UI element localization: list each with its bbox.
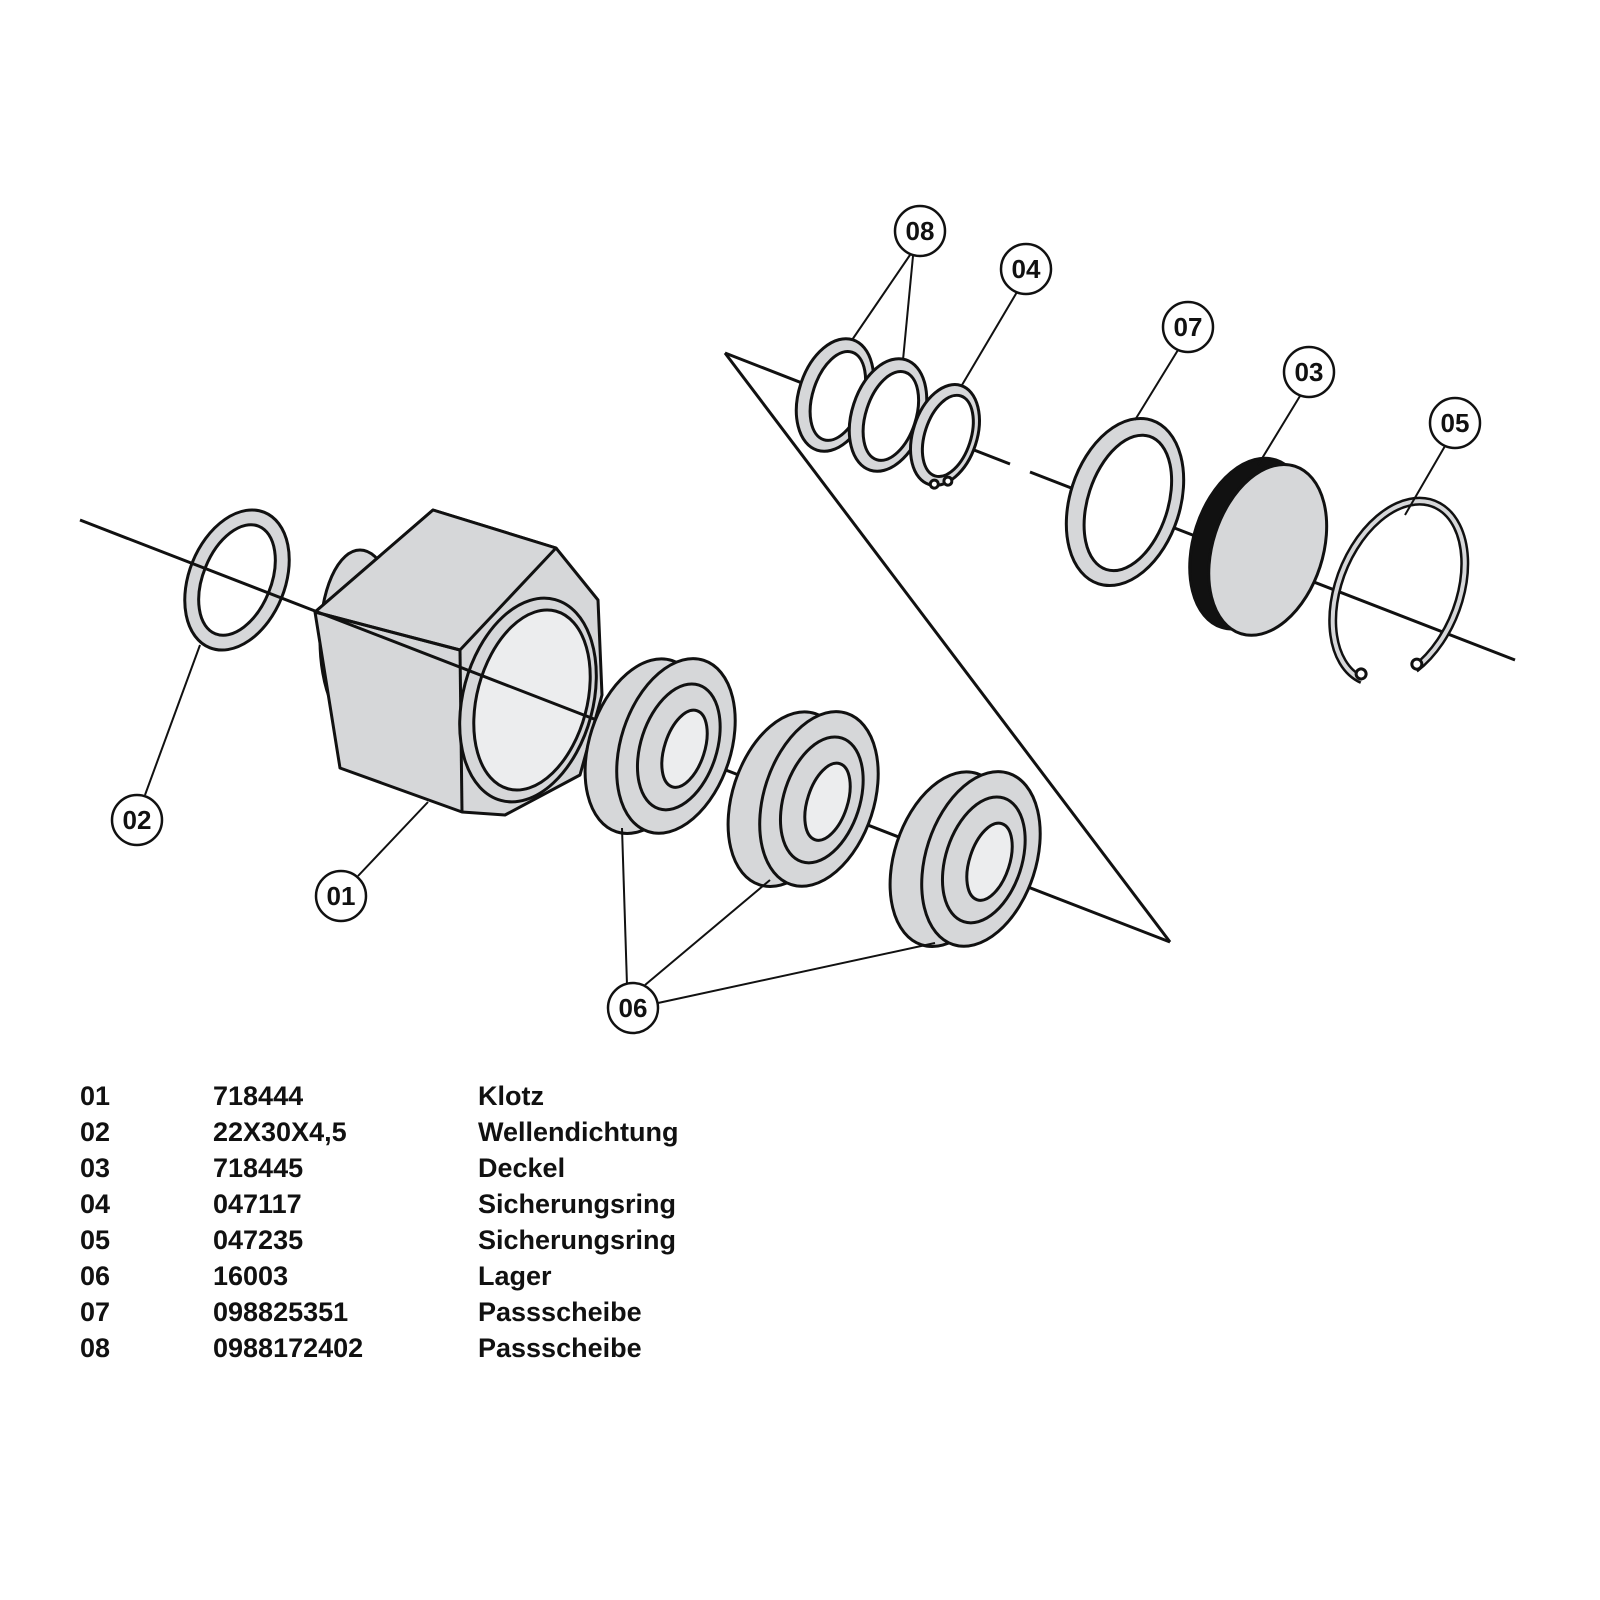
parts-row: 08 0988172402 Passscheibe	[80, 1330, 679, 1366]
parts-row: 01 718444 Klotz	[80, 1078, 679, 1114]
callout-02: 02	[110, 793, 164, 847]
part-name: Deckel	[478, 1153, 566, 1183]
part-number: 718444	[213, 1081, 304, 1111]
part-01-block	[313, 508, 604, 817]
svg-text:01: 01	[327, 881, 356, 911]
callout-04: 04	[999, 242, 1053, 296]
part-position: 06	[80, 1261, 111, 1291]
part-name: Lager	[478, 1261, 552, 1291]
leader-lines	[144, 254, 1446, 1004]
svg-text:08: 08	[906, 216, 935, 246]
part-05-circlip	[1328, 496, 1470, 684]
callout-07: 07	[1161, 300, 1215, 354]
part-07-shim	[1064, 416, 1186, 588]
part-position: 01	[80, 1081, 111, 1111]
part-name: Passscheibe	[478, 1297, 642, 1327]
callout-08: 08	[893, 204, 947, 258]
part-number: 0988172402	[213, 1333, 364, 1363]
part-08-shim-2	[847, 357, 929, 473]
parts-row: 07 098825351 Passscheibe	[80, 1294, 679, 1330]
detail-wedge	[723, 352, 1172, 943]
part-position: 02	[80, 1117, 111, 1147]
part-position: 07	[80, 1297, 111, 1327]
part-name: Passscheibe	[478, 1333, 642, 1363]
callout-06: 06	[606, 981, 660, 1035]
part-03-cover	[1188, 456, 1329, 637]
parts-row: 05 047235 Sicherungsring	[80, 1222, 679, 1258]
parts-row: 06 16003 Lager	[80, 1258, 679, 1294]
part-number: 047235	[213, 1225, 304, 1255]
svg-text:07: 07	[1174, 312, 1203, 342]
part-number: 098825351	[213, 1297, 349, 1327]
svg-text:05: 05	[1441, 408, 1470, 438]
part-number: 22X30X4,5	[213, 1117, 347, 1147]
callout-01: 01	[314, 869, 368, 923]
part-position: 08	[80, 1333, 111, 1363]
parts-row: 03 718445 Deckel	[80, 1150, 679, 1186]
part-position: 05	[80, 1225, 111, 1255]
part-number: 16003	[213, 1261, 289, 1291]
parts-row: 02 22X30X4,5 Wellendichtung	[80, 1114, 679, 1150]
part-06-bearing-3	[888, 770, 1042, 948]
parts-row: 04 047117 Sicherungsring	[80, 1186, 679, 1222]
part-position: 04	[80, 1189, 111, 1219]
part-name: Sicherungsring	[478, 1189, 677, 1219]
part-06-bearing-2	[726, 710, 880, 888]
part-number: 718445	[213, 1153, 304, 1183]
callout-05: 05	[1428, 396, 1482, 450]
svg-text:06: 06	[619, 993, 648, 1023]
part-number: 047117	[213, 1189, 302, 1219]
part-position: 03	[80, 1153, 111, 1183]
callout-03: 03	[1282, 345, 1336, 399]
svg-text:03: 03	[1295, 357, 1324, 387]
part-name: Sicherungsring	[478, 1225, 677, 1255]
part-04-circlip	[909, 383, 981, 490]
part-name: Wellendichtung	[478, 1117, 679, 1147]
svg-text:02: 02	[123, 805, 152, 835]
svg-text:04: 04	[1012, 254, 1041, 284]
part-06-bearing-1	[583, 657, 737, 835]
part-name: Klotz	[478, 1081, 544, 1111]
